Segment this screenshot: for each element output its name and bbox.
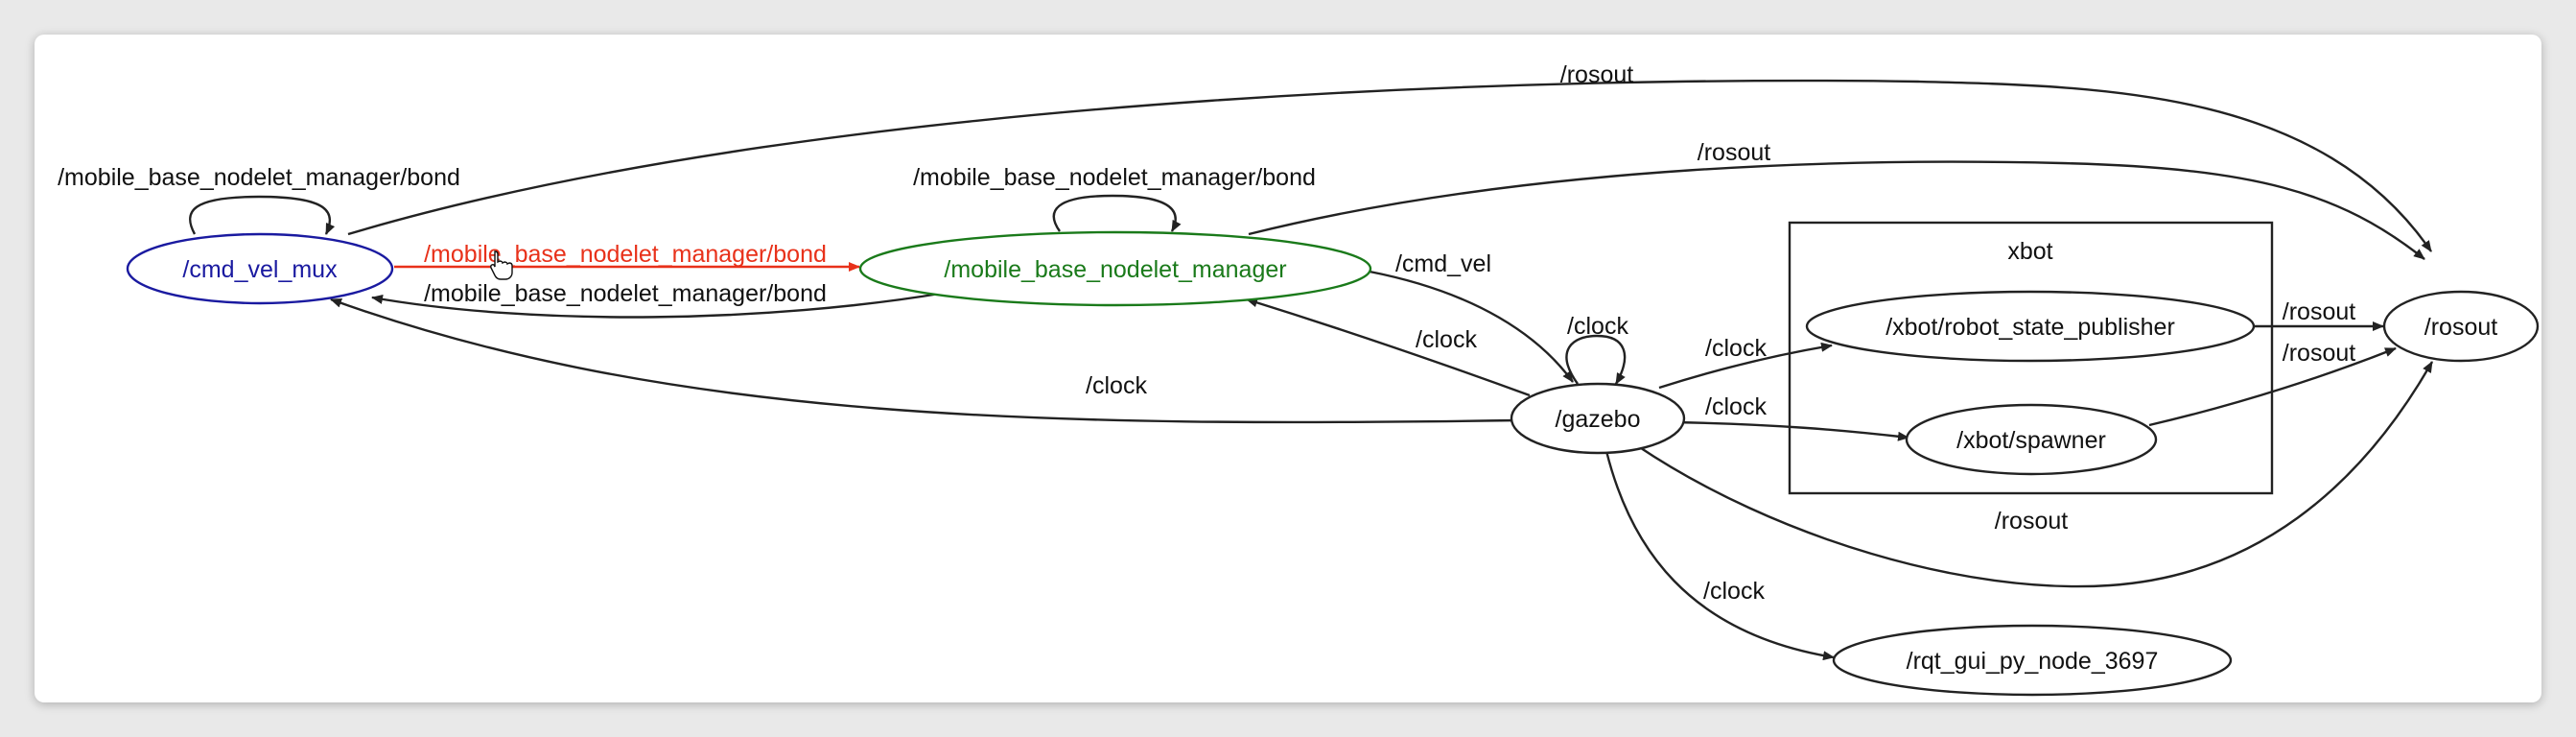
node-label-nodelet-manager: /mobile_base_nodelet_manager — [944, 256, 1286, 283]
edge-label-gazebo-self-clock: /clock — [1567, 313, 1628, 340]
edge-label-rsp-rosout: /rosout — [2283, 298, 2355, 325]
xbot-cluster-label: xbot — [2007, 238, 2052, 265]
edge-manager-to-mux-bond[interactable] — [371, 291, 947, 319]
node-label-robot-state-publisher: /xbot/robot_state_publisher — [1885, 314, 2175, 341]
edge-manager-rosout[interactable] — [1248, 160, 2425, 260]
edge-manager-cmd-vel[interactable] — [1369, 270, 1574, 383]
edge-gazebo-rsp-clock[interactable] — [1658, 342, 1833, 390]
node-cmd-vel-mux[interactable] — [126, 232, 394, 305]
xbot-cluster[interactable] — [1788, 221, 2274, 495]
edge-label-gazebo-rosout: /rosout — [1995, 508, 2068, 535]
edge-mux-rosout[interactable] — [347, 79, 2432, 252]
edge-label-gazebo-manager-clock: /clock — [1416, 326, 1477, 353]
node-label-rqt-gui: /rqt_gui_py_node_3697 — [1907, 648, 2159, 675]
edge-label-manager-to-mux-bond: /mobile_base_nodelet_manager/bond — [424, 280, 827, 307]
node-label-spawner: /xbot/spawner — [1956, 427, 2106, 454]
edge-label-gazebo-spawner-clock: /clock — [1705, 393, 1767, 420]
edge-label-gazebo-rqt-clock: /clock — [1703, 578, 1765, 605]
edge-label-manager-rosout: /rosout — [1698, 139, 1770, 166]
edge-gazebo-spawner-clock[interactable] — [1673, 420, 1909, 441]
rqt-graph: xbot /rosout /rosout /mobile_base_nodele… — [58, 61, 2540, 697]
node-nodelet-manager[interactable] — [858, 230, 1372, 307]
graph-canvas: xbot /rosout /rosout /mobile_base_nodele… — [35, 35, 2541, 702]
edge-label-gazebo-rsp-clock: /clock — [1705, 335, 1767, 362]
edge-label-mux-self-bond: /mobile_base_nodelet_manager/bond — [58, 164, 460, 191]
node-label-gazebo: /gazebo — [1556, 406, 1641, 433]
node-label-cmd-vel-mux: /cmd_vel_mux — [182, 256, 338, 283]
edge-mux-self-bond[interactable] — [189, 195, 336, 235]
pointer-cursor-icon — [490, 250, 513, 280]
edge-label-gazebo-mux-clock: /clock — [1086, 372, 1147, 399]
node-robot-state-publisher[interactable] — [1805, 290, 2256, 363]
edge-gazebo-manager-clock[interactable] — [1246, 297, 1531, 397]
edge-label-mux-rosout: /rosout — [1560, 61, 1633, 88]
node-spawner[interactable] — [1905, 403, 2158, 476]
edge-manager-self-bond[interactable] — [1052, 194, 1182, 232]
node-rosout[interactable] — [2382, 290, 2540, 363]
node-rqt-gui[interactable] — [1832, 624, 2233, 697]
edge-spawner-rosout[interactable] — [2148, 346, 2397, 427]
edge-gazebo-self-clock[interactable] — [1565, 334, 1627, 385]
edge-label-manager-cmd-vel: /cmd_vel — [1395, 250, 1491, 277]
edge-gazebo-mux-clock[interactable] — [330, 297, 1521, 424]
edge-label-manager-self-bond: /mobile_base_nodelet_manager/bond — [913, 164, 1316, 191]
node-gazebo[interactable] — [1510, 382, 1686, 455]
edge-gazebo-rosout[interactable] — [1637, 361, 2434, 588]
edge-label-mux-to-manager-bond: /mobile_base_nodelet_manager/bond — [424, 241, 827, 268]
edge-label-spawner-rosout: /rosout — [2283, 340, 2355, 367]
node-label-rosout: /rosout — [2424, 314, 2497, 341]
edge-gazebo-rqt-clock[interactable] — [1604, 450, 1835, 661]
